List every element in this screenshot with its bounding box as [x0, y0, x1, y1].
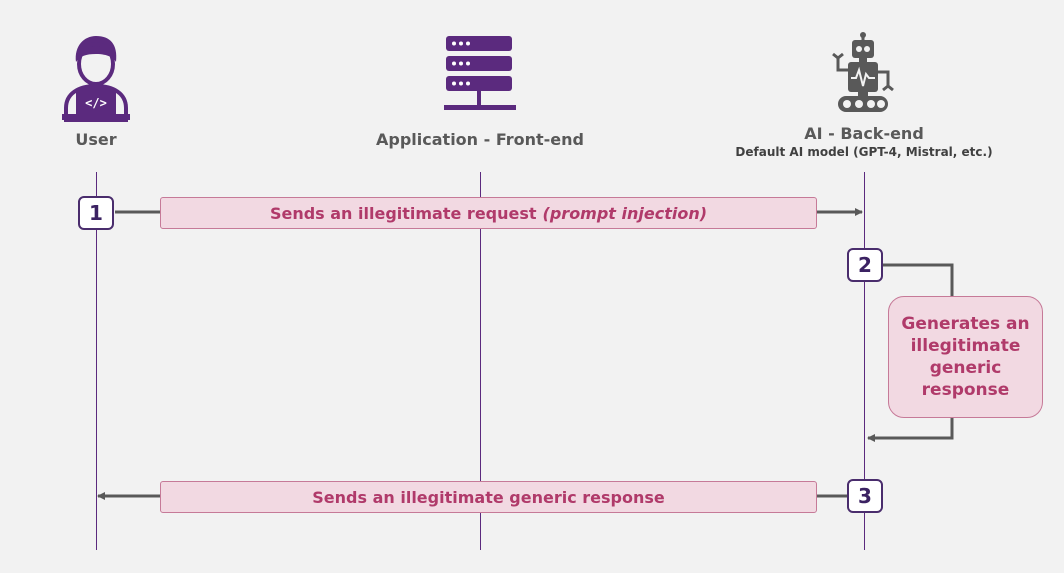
server-icon	[444, 36, 516, 110]
actor-frontend-label: Application - Front-end	[376, 130, 584, 149]
actor-backend-sublabel: Default AI model (GPT-4, Mistral, etc.)	[735, 145, 993, 159]
lifeline-backend	[864, 172, 865, 550]
message-step3: Sends an illegitimate generic response	[160, 481, 817, 513]
svg-text:</>: </>	[85, 96, 107, 110]
actor-backend-label: AI - Back-end	[804, 124, 924, 143]
step-3-badge: 3	[847, 479, 883, 513]
step-2-badge: 2	[847, 248, 883, 282]
note-step2: Generates an illegitimate generic respon…	[888, 296, 1043, 418]
actor-user-label: User	[75, 130, 117, 149]
robot-icon	[832, 32, 894, 112]
message-step1-emphasis: (prompt injection)	[542, 203, 708, 223]
arrow-step2-out	[883, 263, 954, 296]
message-step1-text: Sends an illegitimate request	[269, 203, 537, 223]
arrow-step2-return	[867, 418, 954, 442]
message-step1: Sends an illegitimate request (prompt in…	[160, 197, 817, 229]
lifeline-frontend	[480, 172, 481, 550]
user-laptop-icon: </>	[62, 36, 130, 122]
lifeline-user	[96, 172, 97, 550]
step-1-badge: 1	[78, 196, 114, 230]
message-step3-text: Sends an illegitimate generic response	[312, 487, 665, 507]
